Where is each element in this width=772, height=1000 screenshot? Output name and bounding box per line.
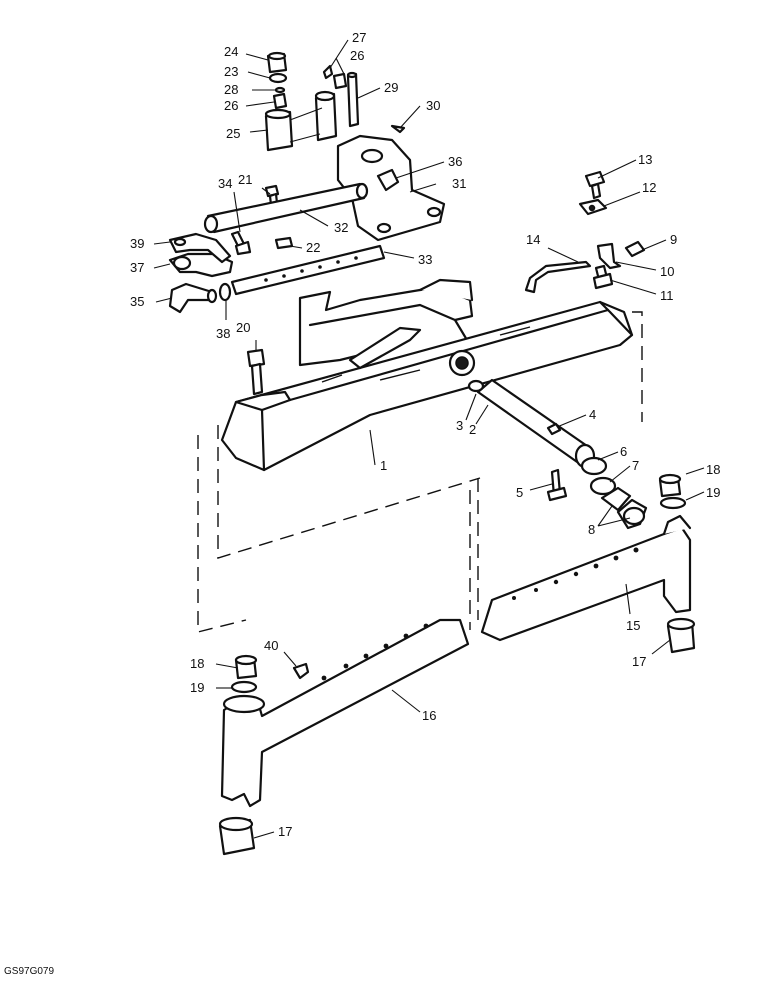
callout-15: 15 — [626, 618, 640, 633]
callout-18-left: 18 — [190, 656, 204, 671]
callout-29: 29 — [384, 80, 398, 95]
callout-6: 6 — [620, 444, 627, 459]
part-36-fitting — [376, 168, 400, 192]
callout-numbers: 1 2 3 4 5 6 7 8 9 10 11 12 13 14 15 16 1… — [130, 30, 720, 839]
part-31-bracket — [336, 134, 446, 242]
part-22-bolt — [274, 236, 294, 250]
callout-33: 33 — [418, 252, 432, 267]
callout-8: 8 — [588, 522, 595, 537]
callout-31: 31 — [452, 176, 466, 191]
callout-19-right: 19 — [706, 485, 720, 500]
drawing-code: GS97G079 — [4, 966, 54, 977]
part-30-clip — [390, 124, 406, 134]
part-8-bushings — [600, 486, 648, 530]
part-25-bushing-left — [264, 108, 294, 152]
part-17-bushing-lower-left — [218, 816, 256, 856]
part-24-cap — [266, 51, 288, 74]
part-18-bushing-left — [234, 654, 258, 680]
callout-1: 1 — [380, 458, 387, 473]
callout-36: 36 — [448, 154, 462, 169]
callout-26-right: 26 — [350, 48, 364, 63]
callout-26-left: 26 — [224, 98, 238, 113]
part-18-bushing-right — [658, 473, 682, 498]
part-25-bushing-right — [314, 90, 338, 142]
part-16-left-arm — [220, 618, 470, 808]
callout-28: 28 — [224, 82, 238, 97]
callout-9: 9 — [670, 232, 677, 247]
part-26-collar-left — [272, 92, 288, 110]
part-40-grease-nipple — [292, 662, 310, 680]
part-1-axle-beam — [220, 278, 634, 472]
callout-21: 21 — [238, 172, 252, 187]
part-12-plate — [578, 198, 608, 216]
callout-17-left: 17 — [278, 824, 292, 839]
part-15-right-arm — [480, 514, 692, 642]
part-10-clip-plate — [596, 242, 622, 270]
callout-4: 4 — [589, 407, 596, 422]
part-35-tie-rod-end — [168, 282, 218, 314]
part-29-pin — [346, 71, 360, 128]
part-13-bolt — [584, 170, 606, 200]
part-6-washer — [580, 456, 608, 476]
callout-20: 20 — [236, 320, 250, 335]
callout-37: 37 — [130, 260, 144, 275]
callout-30: 30 — [426, 98, 440, 113]
callout-5: 5 — [516, 485, 523, 500]
callout-25: 25 — [226, 126, 240, 141]
part-9-grease-nipple — [624, 240, 646, 258]
callout-10: 10 — [660, 264, 674, 279]
callout-11: 11 — [660, 288, 674, 303]
callout-12: 12 — [642, 180, 656, 195]
callout-39: 39 — [130, 236, 144, 251]
callout-40: 40 — [264, 638, 278, 653]
part-5-bolt — [546, 468, 568, 502]
callout-16: 16 — [422, 708, 436, 723]
part-19-o-ring-right — [659, 496, 687, 510]
part-39-yoke — [168, 232, 232, 264]
callout-23: 23 — [224, 64, 238, 79]
callout-24: 24 — [224, 44, 238, 59]
callout-7: 7 — [632, 458, 639, 473]
callout-18-right: 18 — [706, 462, 720, 477]
callout-19-left: 19 — [190, 680, 204, 695]
part-19-o-ring-left — [230, 680, 258, 694]
leader-lines — [153, 39, 705, 839]
part-34-bolt — [230, 230, 252, 256]
callout-34: 34 — [218, 176, 232, 191]
part-17-bushing-lower-right — [666, 617, 696, 654]
part-23-washer — [268, 72, 288, 84]
callout-32: 32 — [334, 220, 348, 235]
part-2-pivot-pin — [476, 378, 596, 469]
part-11-bolt — [592, 264, 614, 290]
part-20-bolt — [246, 348, 266, 396]
callout-2: 2 — [469, 422, 476, 437]
callout-14: 14 — [526, 232, 540, 247]
part-14-rod — [524, 260, 592, 294]
callout-13: 13 — [638, 152, 652, 167]
callout-22: 22 — [306, 240, 320, 255]
part-3-o-ring — [467, 379, 485, 393]
callout-27: 27 — [352, 30, 366, 45]
part-26-collar-right — [332, 72, 348, 90]
part-7-o-ring — [589, 476, 617, 496]
callout-35: 35 — [130, 294, 144, 309]
part-27-clip — [322, 64, 334, 80]
callout-38: 38 — [216, 326, 230, 341]
part-37-tie-rod-end — [168, 252, 234, 278]
part-28-ring — [274, 86, 286, 94]
part-33-drilled-bar — [230, 244, 386, 296]
part-38-washer — [218, 282, 232, 302]
callout-17-right: 17 — [632, 654, 646, 669]
callout-3: 3 — [456, 418, 463, 433]
part-32-shaft — [203, 182, 369, 234]
